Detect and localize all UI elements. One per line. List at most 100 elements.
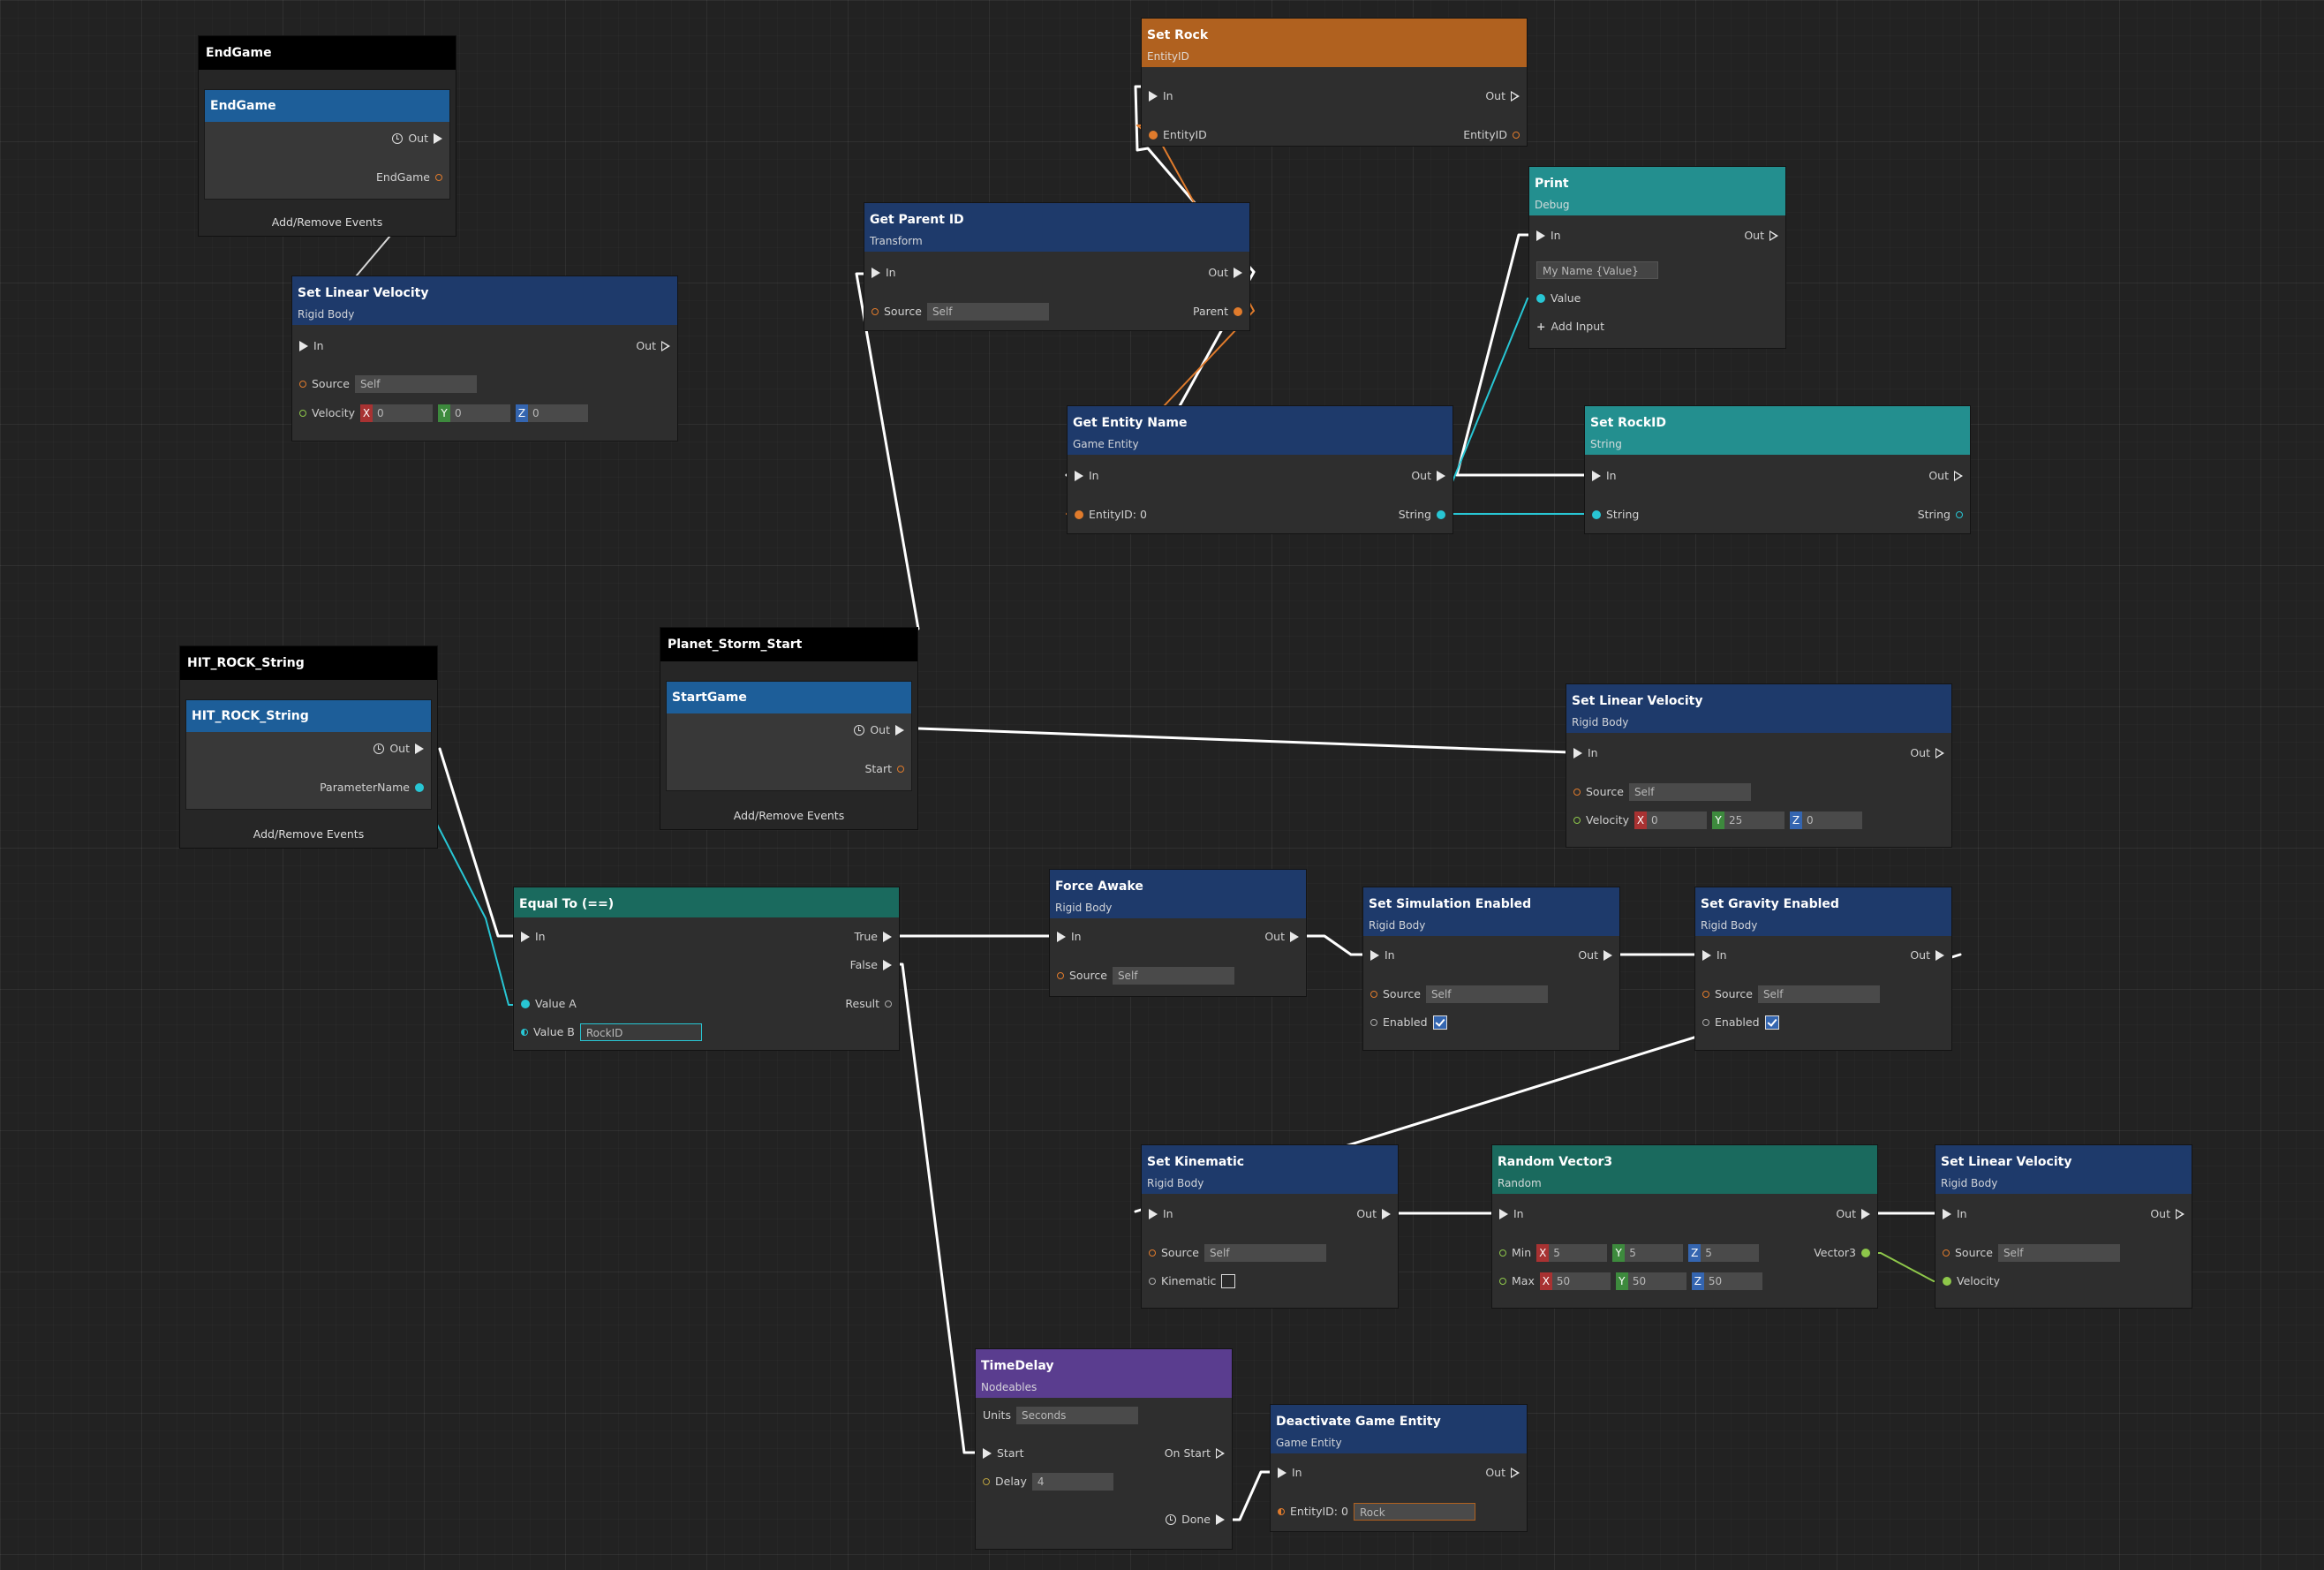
exec-in-pin[interactable]	[1499, 1209, 1508, 1219]
exec-out-pin[interactable]	[661, 341, 670, 351]
velocity-pin[interactable]	[1573, 817, 1581, 824]
exec-in-pin[interactable]	[1057, 932, 1066, 942]
group-hitrock[interactable]: HIT_ROCK_String HIT_ROCK_String Out Para…	[179, 645, 438, 849]
enabled-checkbox[interactable]	[1432, 1015, 1447, 1030]
vector3-out-pin[interactable]	[1861, 1249, 1870, 1257]
source-field[interactable]: Self	[354, 375, 477, 393]
exec-out-pin[interactable]	[1935, 748, 1944, 759]
source-pin[interactable]	[1573, 789, 1581, 796]
exec-out-pin[interactable]	[1935, 950, 1944, 961]
done-out-pin[interactable]	[1216, 1514, 1225, 1525]
max-pin[interactable]	[1499, 1278, 1506, 1285]
entity-out-pin[interactable]	[1513, 132, 1520, 139]
group-planet-storm[interactable]: Planet_Storm_Start StartGame Out Start A…	[660, 627, 918, 830]
exec-in-pin[interactable]	[1370, 950, 1379, 961]
enabled-pin[interactable]	[1370, 1019, 1377, 1026]
string-out-pin[interactable]	[1956, 511, 1963, 518]
exec-in-pin[interactable]	[872, 268, 880, 278]
exec-in-pin[interactable]	[1278, 1468, 1286, 1478]
source-pin[interactable]	[1057, 972, 1064, 979]
entity-pin[interactable]	[897, 766, 904, 773]
enabled-pin[interactable]	[1702, 1019, 1709, 1026]
entity-pin[interactable]	[1075, 510, 1083, 519]
value-a-pin[interactable]	[521, 1000, 530, 1008]
exec-out-pin[interactable]	[1603, 950, 1612, 961]
exec-out-pin[interactable]	[1511, 91, 1520, 102]
exec-in-pin[interactable]	[1075, 471, 1083, 481]
true-out-pin[interactable]	[883, 932, 892, 942]
enabled-checkbox[interactable]	[1764, 1015, 1779, 1030]
velocity-pin[interactable]	[299, 410, 306, 417]
parent-pin[interactable]	[1234, 307, 1242, 316]
entity-pin[interactable]	[1278, 1508, 1285, 1515]
add-remove-events-button[interactable]: Add/Remove Events	[733, 809, 845, 822]
kinematic-pin[interactable]	[1149, 1278, 1156, 1285]
velocity-pin[interactable]	[1943, 1277, 1951, 1286]
exec-in-pin[interactable]	[521, 932, 530, 942]
value-b-field[interactable]: RockID	[579, 1023, 702, 1041]
exec-out-pin[interactable]	[1234, 268, 1242, 278]
exec-out-pin[interactable]	[415, 743, 424, 754]
source-field[interactable]: Self	[1757, 985, 1880, 1003]
on-start-out-pin[interactable]	[1216, 1448, 1225, 1459]
kinematic-checkbox[interactable]	[1221, 1274, 1236, 1288]
exec-out-pin[interactable]	[1769, 230, 1778, 241]
add-remove-events-button[interactable]: Add/Remove Events	[271, 215, 383, 229]
exec-in-pin[interactable]	[1573, 748, 1582, 759]
source-pin[interactable]	[299, 381, 306, 388]
source-field[interactable]: Self	[926, 303, 1049, 321]
format-field[interactable]: My Name {Value}	[1536, 261, 1658, 279]
delay-pin[interactable]	[983, 1478, 990, 1485]
exec-in-pin[interactable]	[1592, 471, 1601, 481]
delay-field[interactable]: 4	[1031, 1473, 1113, 1491]
source-field[interactable]: Self	[1425, 985, 1548, 1003]
result-pin[interactable]	[885, 1000, 892, 1008]
exec-out-pin[interactable]	[1382, 1209, 1391, 1219]
string-out-pin[interactable]	[1437, 510, 1445, 519]
exec-out-pin[interactable]	[1437, 471, 1445, 481]
exec-in-pin[interactable]	[1943, 1209, 1951, 1219]
source-field[interactable]: Self	[1628, 783, 1751, 801]
false-out-pin[interactable]	[883, 960, 892, 970]
entity-field[interactable]: Rock	[1353, 1503, 1475, 1521]
exec-out-pin[interactable]	[2176, 1209, 2184, 1219]
source-pin[interactable]	[1702, 991, 1709, 998]
source-pin[interactable]	[872, 308, 879, 315]
group-endgame[interactable]: EndGame EndGame Out EndGame Add/Remove E…	[198, 35, 456, 237]
exec-out-pin[interactable]	[895, 725, 904, 736]
source-field[interactable]: Self	[1112, 967, 1234, 985]
value-b-pin[interactable]	[521, 1029, 528, 1036]
add-remove-events-button[interactable]: Add/Remove Events	[253, 827, 365, 841]
source-field[interactable]: Self	[1204, 1244, 1326, 1262]
source-pin[interactable]	[1370, 991, 1377, 998]
event-endgame[interactable]: EndGame Out EndGame	[204, 89, 450, 200]
value-pin[interactable]	[1536, 294, 1545, 303]
exec-in-pin[interactable]	[1149, 1209, 1158, 1219]
event-hitrock[interactable]: HIT_ROCK_String Out ParameterName	[185, 699, 432, 810]
exec-in-pin[interactable]	[299, 341, 308, 351]
